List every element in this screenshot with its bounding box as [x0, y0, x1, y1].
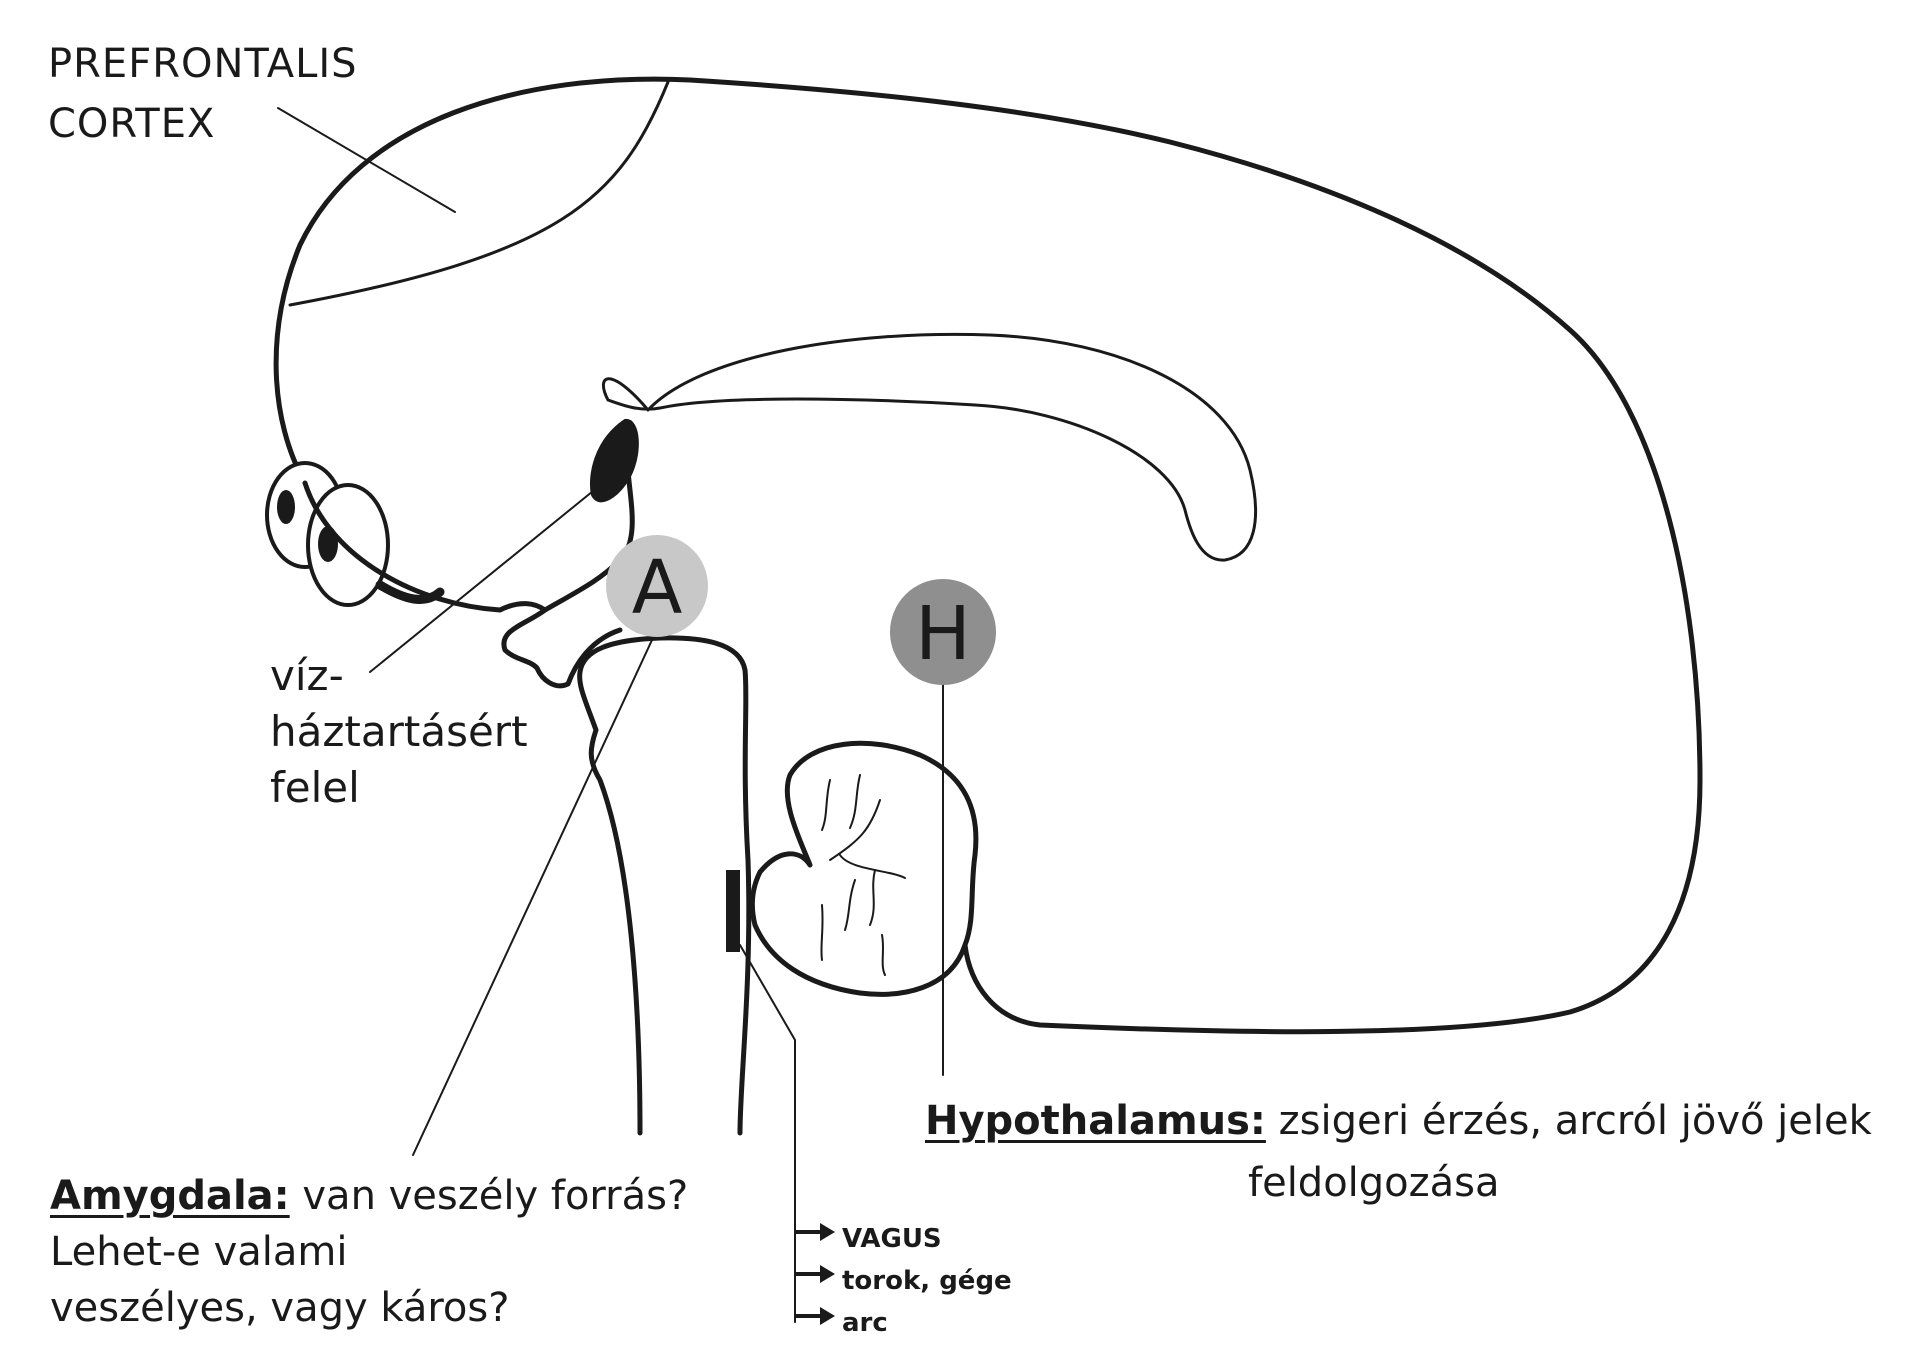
water-label-line-3: felel: [270, 763, 360, 812]
prefrontal-label-line-1: PREFRONTALIS: [48, 41, 358, 87]
amygdala-line-1: Amygdala: van veszély forrás?: [50, 1168, 688, 1224]
prefrontal-boundary: [288, 80, 670, 307]
output-arrows: [795, 1223, 835, 1325]
hypothalamus-text: zsigeri érzés, arcról jövő jelek: [1265, 1098, 1872, 1144]
olfactory-dot: [590, 419, 639, 503]
hypothalamus-line-1: Hypothalamus: zsigeri érzés, arcról jövő…: [925, 1090, 1872, 1152]
hypothalamus-line-2: feldolgozása: [1248, 1160, 1500, 1206]
vagus-outputs: VAGUS torok, gége arc: [842, 1218, 1012, 1344]
amygdala-question: van veszély forrás?: [289, 1173, 689, 1219]
water-regulation-label: víz- háztartásért felel: [270, 648, 528, 816]
amygdala-line-2: Lehet-e valami: [50, 1229, 348, 1275]
cerebellum-folia: [820, 774, 906, 976]
hypothalamus-marker: H: [890, 579, 996, 685]
amygdala-term: Amygdala:: [50, 1173, 290, 1219]
pituitary-lobe: [501, 607, 623, 689]
optic-nerve: [375, 580, 445, 604]
water-label-line-1: víz-: [270, 651, 344, 700]
corpus-callosum: [602, 332, 1257, 562]
cerebrum-outline: [273, 76, 1703, 1035]
vagus-origin-bar: [726, 870, 740, 952]
amygdala-description: Amygdala: van veszély forrás? Lehet-e va…: [50, 1168, 688, 1336]
cerebellum: [749, 740, 979, 997]
amygdala-leader: [412, 639, 653, 1156]
eye-front: [306, 483, 390, 607]
output-vagus: VAGUS: [842, 1224, 942, 1254]
eye-back-pupil: [277, 490, 295, 524]
water-leader: [369, 486, 599, 673]
output-throat-larynx: torok, gége: [842, 1266, 1012, 1296]
output-face: arc: [842, 1308, 888, 1338]
water-label-line-2: háztartásért: [270, 707, 528, 756]
hypothalamus-letter: H: [915, 591, 971, 677]
hypothalamus-term: Hypothalamus:: [925, 1098, 1266, 1144]
amygdala-letter: A: [632, 545, 683, 631]
amygdala-marker: A: [606, 535, 708, 637]
amygdala-line-3: veszélyes, vagy káros?: [50, 1285, 510, 1331]
vagus-bracket: [739, 944, 796, 1323]
prefrontal-cortex-label: PREFRONTALIS CORTEX: [48, 34, 358, 154]
brainstem: [577, 635, 752, 1136]
prefrontal-label-line-2: CORTEX: [48, 101, 216, 147]
hypothalamus-description: Hypothalamus: zsigeri érzés, arcról jövő…: [925, 1090, 1872, 1214]
pfc-leader: [277, 107, 456, 213]
